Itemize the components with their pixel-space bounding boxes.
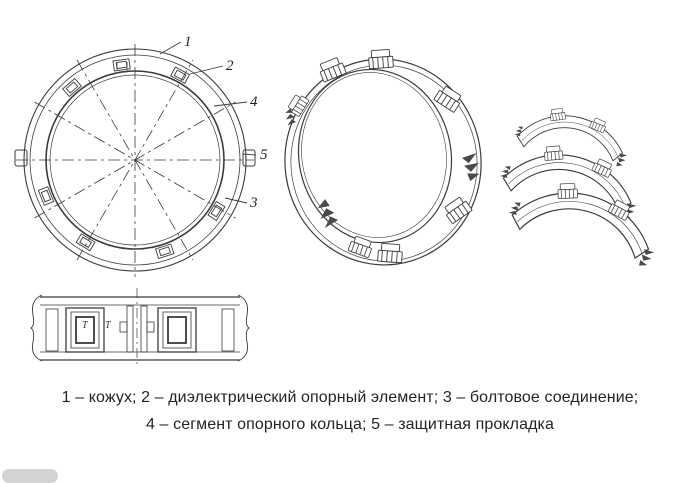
segments-drawing — [496, 101, 667, 271]
callout-5: 5 — [260, 147, 268, 163]
tab-right — [242, 149, 256, 167]
ring-lugs — [37, 58, 226, 260]
perspective-view-drawing — [283, 48, 482, 266]
section-label-t1: Т — [82, 320, 89, 331]
callout-2: 2 — [226, 58, 234, 74]
front-view-drawing: 1 2 4 5 3 — [14, 34, 268, 277]
tab-left — [14, 149, 28, 167]
centerlines — [16, 44, 254, 277]
corner-artifact — [2, 469, 58, 483]
callout-4: 4 — [250, 94, 258, 110]
caption-line-1: 1 – кожух; 2 – диэлектрический опорный э… — [61, 389, 639, 406]
section-view-drawing: Т Т — [30, 288, 250, 368]
section-label-t2: Т — [105, 320, 112, 331]
leader-lines — [159, 41, 257, 204]
callout-1: 1 — [184, 34, 192, 50]
caption-line-2: 4 – сегмент опорного кольца; 5 – защитна… — [146, 416, 554, 433]
callout-3: 3 — [249, 195, 258, 211]
